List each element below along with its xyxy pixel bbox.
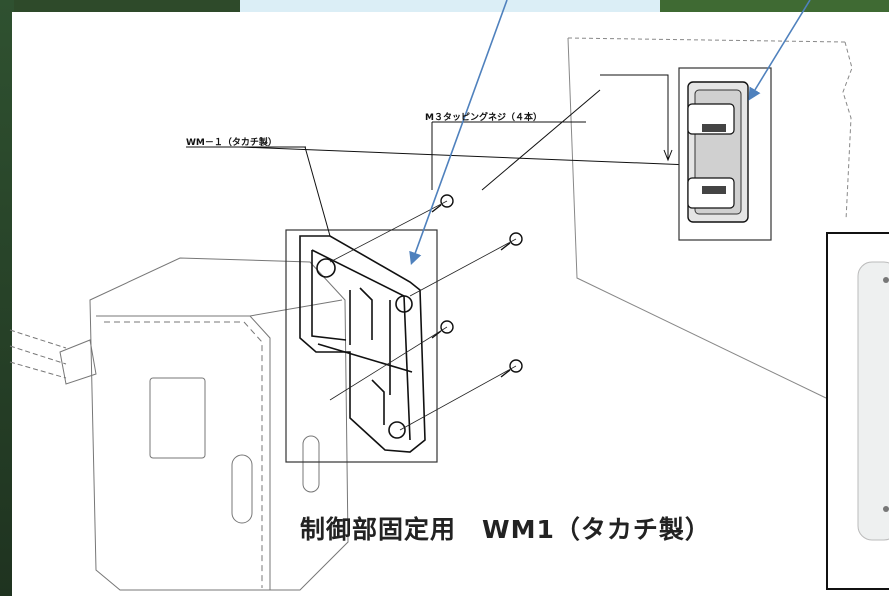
background-left-strip <box>0 0 14 596</box>
bracket-outline-box <box>285 229 438 463</box>
wall-panel <box>567 37 853 399</box>
part-label: WM－１（タカチ製） <box>186 138 277 148</box>
screw-label: M３タッピングネジ（４本） <box>425 113 542 123</box>
pointer-arrows <box>409 0 811 266</box>
inset-product-photo <box>826 232 889 590</box>
wm1-bracket <box>299 235 426 453</box>
background-top-right-strip <box>660 0 889 12</box>
inset-photo-graphic <box>857 261 889 541</box>
figure-caption: 制御部固定用 WM1（タカチ製） <box>300 515 711 544</box>
screws <box>431 194 523 378</box>
inset-photo-box <box>678 67 772 241</box>
screw-lines <box>329 200 517 431</box>
enclosure-box <box>9 257 349 591</box>
leader-lines <box>186 74 691 237</box>
